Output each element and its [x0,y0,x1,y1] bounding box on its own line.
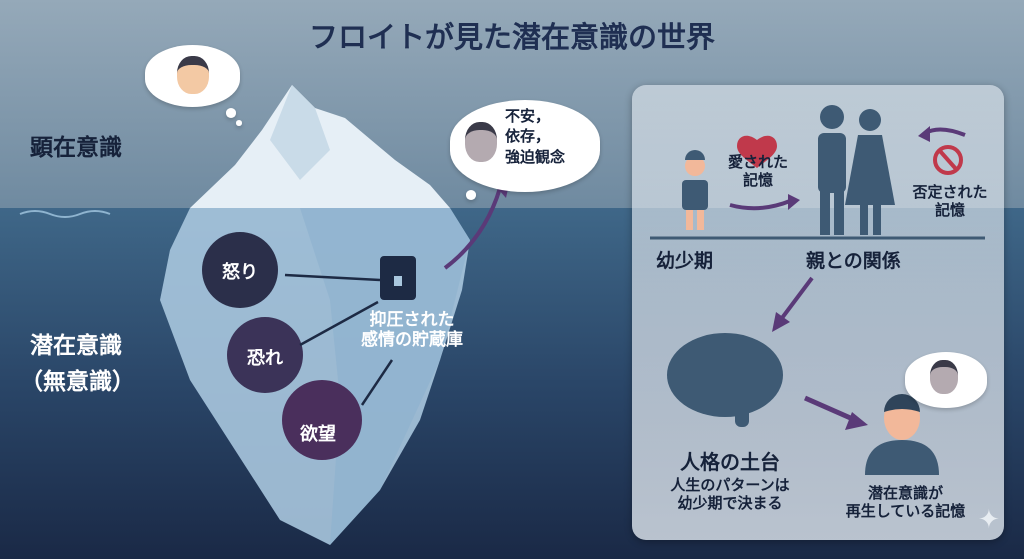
brain-icon [667,333,783,427]
wave-icon [19,210,111,218]
replay-line-2: 再生している記憶 [845,502,966,520]
storehouse-line-2: 感情の貯蔵庫 [361,330,463,351]
emotion-desire: 欲望 [300,424,336,445]
foundation-sub-line-2: 幼少期で決まる [677,494,783,512]
foundation-sub-line-1: 人生のパターンは [670,476,790,494]
parents-icon [818,105,895,235]
treasure-chest-icon [380,256,416,300]
denied-memory-label: 否定された 記憶 [900,183,1000,219]
foundation-subtitle: 人生のパターンは 幼少期で決まる [650,476,810,512]
anxiety-item: 不安， [505,107,551,125]
desire-vortex [282,380,362,460]
parents-relationship-label: 親との関係 [806,250,901,272]
replay-line-1: 潜在意識が [867,484,943,502]
unconscious-sublabel: （無意識） [20,369,135,395]
page-title: フロイトが見た潜在意識の世界 [308,20,715,54]
emotion-anger: 怒り [222,262,258,283]
storehouse-line-1: 抑圧された [369,310,455,330]
anxiety-list: 不安， 依存， 強迫観念 [505,106,565,167]
anxiety-item: 強迫観念 [505,147,566,166]
person-icon [865,394,939,475]
unconscious-label: 潜在意識 [30,333,122,359]
sparkle-icon: ✦ [978,505,1000,535]
foundation-title: 人格の土台 [680,450,780,474]
emotion-fear: 恐れ [247,348,283,369]
prohibited-icon [933,145,963,175]
child-icon [682,150,708,230]
loved-line-1: 愛された [727,153,788,171]
denied-line-2: 記憶 [934,201,965,219]
childhood-label: 幼少期 [656,250,714,272]
heart-icon [737,135,777,168]
calm-face-icon [177,56,209,94]
anger-vortex [202,232,278,308]
loved-line-2: 記憶 [742,171,773,189]
denied-line-1: 否定された [912,183,988,201]
loved-memory-label: 愛された 記憶 [718,153,798,189]
fear-vortex [227,317,303,393]
anxious-face-icon [930,360,958,394]
conscious-label: 顕在意識 [30,135,122,161]
anxious-face-icon [465,122,497,162]
replay-memory-label: 潜在意識が 再生している記憶 [838,484,973,520]
anxiety-item: 依存， [505,127,551,146]
storehouse-label: 抑圧された 感情の貯蔵庫 [352,310,472,351]
